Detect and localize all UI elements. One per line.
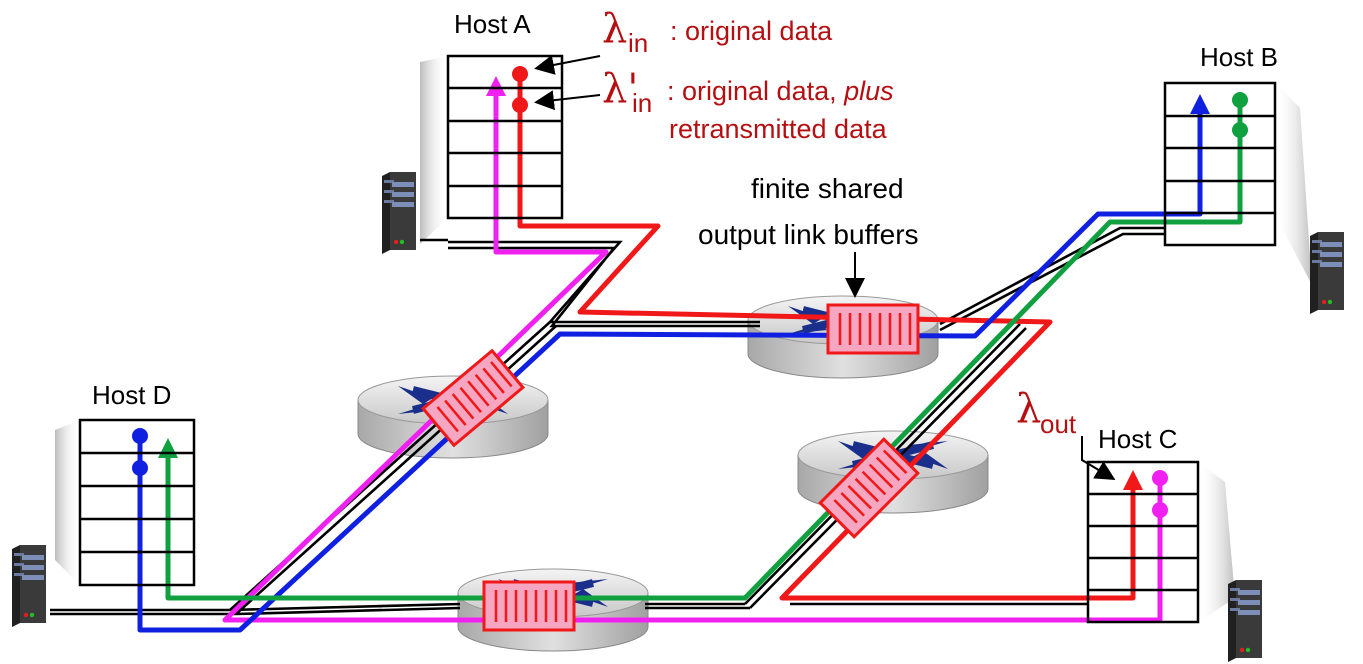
server-icon-host-d xyxy=(12,545,46,627)
host-buffer-table-icon-a xyxy=(446,54,564,220)
lambda-in-symbol: λ xyxy=(602,6,627,52)
dot-magenta-2 xyxy=(1152,502,1168,518)
lambda-out-symbol: λ xyxy=(1016,386,1041,432)
lambda-in-label: λ in : original data xyxy=(602,6,833,58)
dot-green-1 xyxy=(1232,92,1248,108)
dot-red-in xyxy=(512,66,528,82)
lambda-in-text: : original data xyxy=(670,16,833,46)
flow-magenta xyxy=(222,83,1163,623)
dot-red-in-prime xyxy=(512,97,528,113)
lambda-out-sub: out xyxy=(1040,409,1077,439)
lambda-in-prime-text-main: : original data, xyxy=(667,76,844,106)
queue-buffer-icon-top xyxy=(826,303,920,355)
host-d-shadow xyxy=(55,420,80,585)
dot-blue-2 xyxy=(132,460,148,476)
dot-green-2 xyxy=(1232,122,1248,138)
arrow-magenta-host-a xyxy=(486,76,506,96)
dot-blue-1 xyxy=(132,428,148,444)
lambda-in-prime-line2: retransmitted data xyxy=(669,114,888,144)
queue-buffer-icon-right xyxy=(818,437,920,539)
host-c-label: Host C xyxy=(1098,424,1177,454)
host-c-shadow xyxy=(1198,462,1235,622)
lambda-in-prime-text: : original data, plus xyxy=(667,76,894,106)
host-d-label: Host D xyxy=(92,380,171,410)
server-icon-host-c xyxy=(1228,580,1262,662)
lambda-in-prime-label: λ' in : original data, plus retransmitte… xyxy=(602,66,894,144)
host-a-label: Host A xyxy=(454,9,531,39)
flow-green xyxy=(165,97,1243,601)
dot-magenta-1 xyxy=(1152,470,1168,486)
host-b-label: Host B xyxy=(1200,42,1278,72)
buffer-note-line2: output link buffers xyxy=(698,219,919,250)
lambda-in-prime-emph: plus xyxy=(843,76,894,106)
server-icon-host-b xyxy=(1310,232,1344,314)
server-icon-host-a xyxy=(382,172,416,254)
host-buffer-table-icon-b xyxy=(1163,81,1277,247)
lambda-in-sub: in xyxy=(628,28,648,58)
queue-buffer-icon-bottom xyxy=(482,580,576,632)
host-a-shadow xyxy=(420,56,448,244)
lambda-in-prime-symbol: λ' xyxy=(602,66,638,112)
arrow-lambda-in xyxy=(534,55,601,75)
flow-red xyxy=(517,71,1136,601)
buffer-note-line1: finite shared xyxy=(751,173,904,204)
host-buffer-table-icon-c xyxy=(1086,460,1200,624)
host-b-shadow xyxy=(1275,83,1312,285)
lambda-in-prime-sub: in xyxy=(632,88,652,118)
arrow-blue-host-b xyxy=(1190,94,1210,114)
lambda-out-label: λ out xyxy=(1016,386,1077,439)
arrow-lambda-in-prime xyxy=(534,90,601,111)
arrow-green-host-d xyxy=(158,438,178,458)
arrow-lambda-out xyxy=(1081,436,1116,481)
queue-buffer-icon-left xyxy=(420,348,526,448)
backbone-links xyxy=(50,226,1165,616)
host-buffer-table-icon-d xyxy=(78,418,196,587)
arrow-red-host-c xyxy=(1123,470,1143,490)
